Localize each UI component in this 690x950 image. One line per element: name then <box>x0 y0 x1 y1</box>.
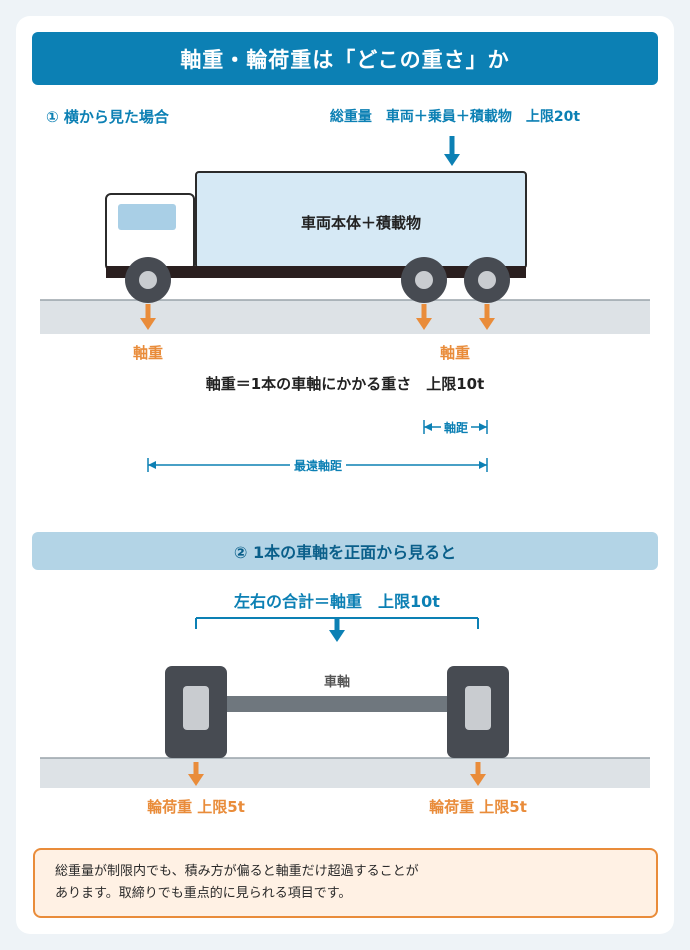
wheel-load-arrow-right <box>470 762 486 786</box>
rear-wheel-1 <box>401 257 447 303</box>
axle-bar <box>226 696 448 712</box>
axle-weight-arrow-front <box>140 304 156 330</box>
axle-label: 車軸 <box>324 674 350 690</box>
note-line-1: 総重量が制限内でも、積み方が偏ると軸重だけ超過することが <box>55 864 419 879</box>
axle-weight-arrow-rear1 <box>416 304 432 330</box>
page-title: 軸重・輪荷重は「どこの重さ」か <box>32 32 658 85</box>
ground-strip-front <box>40 758 650 788</box>
cab-window <box>118 204 176 230</box>
note-line-2: あります。取締りでも重点的に見られる項目です。 <box>55 886 352 901</box>
max-axle-distance-label: 最遠軸距 <box>294 458 342 473</box>
body-label: 車両本体＋積載物 <box>301 214 421 232</box>
wheel-load-label-right: 輪荷重 上限5t <box>429 798 527 816</box>
note-box: 総重量が制限内でも、積み方が偏ると軸重だけ超過することが あります。取締りでも重… <box>33 848 658 918</box>
left-tire <box>165 666 227 758</box>
right-tire <box>447 666 509 758</box>
front-view-diagram: 車軸 輪荷重 上限5t 輪荷重 上限5t <box>40 617 650 816</box>
axle-weight-label-right: 軸重 <box>440 344 470 362</box>
wheel-load-arrow-left <box>188 762 204 786</box>
axle-distance-label: 軸距 <box>444 420 468 435</box>
axle-distance-dimension: 軸距 <box>423 419 488 435</box>
ground-strip <box>40 300 650 334</box>
axle-sum-label: 左右の合計＝軸重 上限10t <box>234 592 440 611</box>
total-weight-label: 総重量 車両＋乗員＋積載物 上限20t <box>329 109 581 125</box>
rear-wheel-2 <box>464 257 510 303</box>
sum-bracket <box>195 617 479 642</box>
axle-weight-arrow-rear2 <box>479 304 495 330</box>
section2-label: ② 1本の車軸を正面から見ると <box>32 532 658 570</box>
axle-weight-definition: 軸重＝1本の車軸にかかる重さ 上限10t <box>206 375 484 393</box>
max-axle-distance-dimension: 最遠軸距 <box>147 457 488 473</box>
wheel-load-label-left: 輪荷重 上限5t <box>147 798 245 816</box>
side-view-diagram: 車両本体＋積載物 軸重 軸重 軸重＝1本の車軸にかかる重さ 上限10t 軸 <box>40 136 650 473</box>
front-wheel <box>125 257 171 303</box>
total-weight-arrow <box>444 136 460 166</box>
section1-label: ① 横から見た場合 <box>46 108 169 126</box>
axle-weight-label-left: 軸重 <box>133 344 163 362</box>
